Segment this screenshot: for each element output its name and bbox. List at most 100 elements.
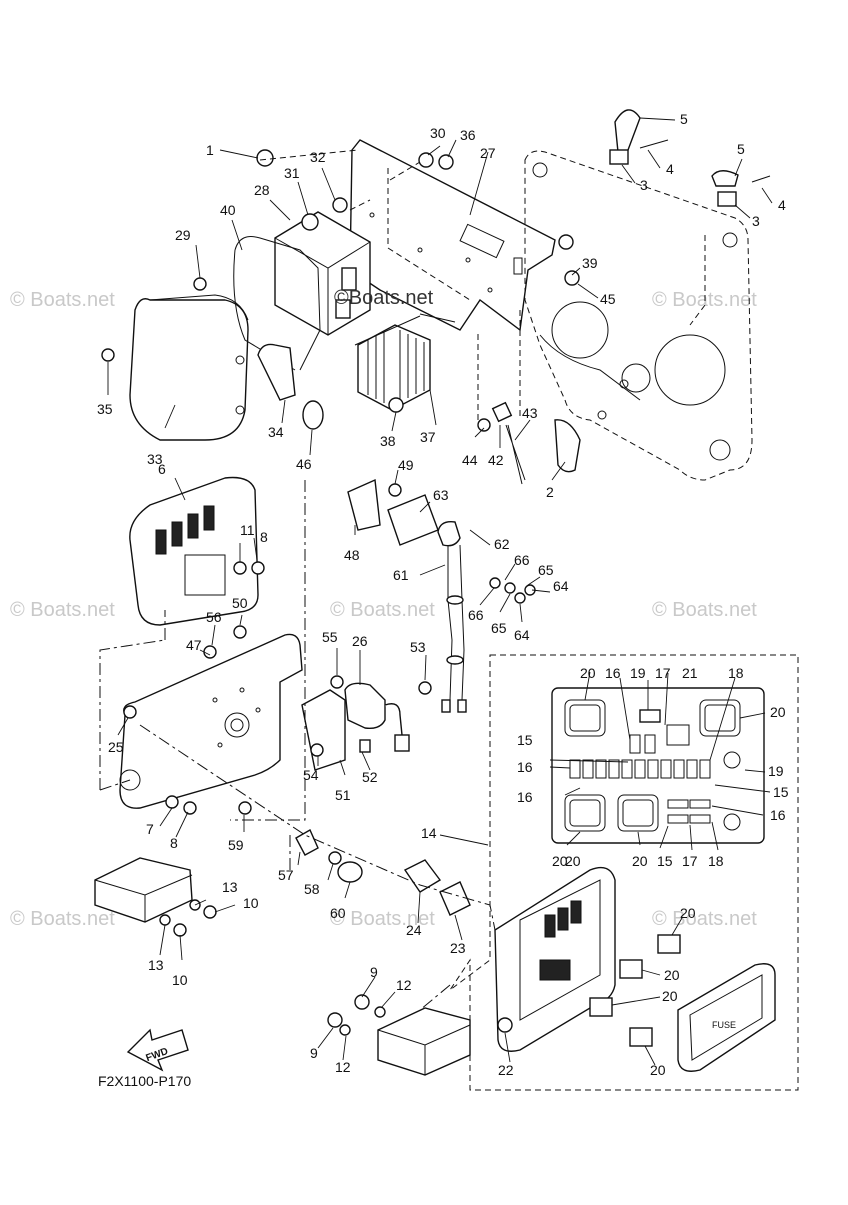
callout-number: 33 (147, 451, 163, 467)
callout-number: 1 (206, 142, 214, 158)
fuse-cover: FUSE (677, 963, 776, 1072)
wire-harness (441, 424, 526, 713)
callout-number: 64 (553, 578, 569, 594)
callout-number: 16 (517, 759, 533, 775)
callout-number: 34 (268, 424, 284, 440)
callout-number: 19 (768, 763, 784, 779)
callout-number: 38 (380, 433, 396, 449)
callout-number: 65 (538, 562, 554, 578)
callout-number: 20 (552, 853, 568, 869)
engine-mount-left (94, 857, 193, 923)
callout-number: 55 (322, 629, 338, 645)
callout-number: 62 (494, 536, 510, 552)
callout-number: 18 (728, 665, 744, 681)
callout-number: 19 (630, 665, 646, 681)
callout-number: 17 (682, 853, 698, 869)
watermark: © Boats.net (10, 289, 115, 311)
small-parts (257, 343, 581, 916)
relays (589, 934, 681, 1047)
watermark: © Boats.net (652, 908, 757, 930)
callout-number: 7 (146, 821, 154, 837)
callout-number: 4 (778, 197, 786, 213)
callout-number: 3 (640, 177, 648, 193)
callout-number: 36 (460, 127, 476, 143)
callout-number: 54 (303, 767, 319, 783)
callout-number: 47 (186, 637, 202, 653)
electrical-cover (129, 294, 249, 441)
callout-number: 15 (517, 732, 533, 748)
fwd-arrow-icon: FWD (126, 1028, 189, 1072)
callout-number: 8 (170, 835, 178, 851)
callout-number: 56 (206, 609, 222, 625)
brand-watermark: ©Boats.net (334, 287, 434, 309)
callout-number: 63 (433, 487, 449, 503)
ecu-unit (274, 211, 371, 336)
callout-number: 8 (260, 529, 268, 545)
callout-number: 2 (546, 484, 554, 500)
watermark: © Boats.net (10, 599, 115, 621)
callout-numbers: 1 2 3 3 4 4 5 5 6 7 8 8 9 9 10 10 11 12 … (97, 111, 789, 1078)
engine-mount-right (377, 1007, 471, 1076)
callout-number: 30 (430, 125, 446, 141)
callout-number: 39 (582, 255, 598, 271)
callout-number: 26 (352, 633, 368, 649)
callout-number: 13 (222, 879, 238, 895)
callout-number: 57 (278, 867, 294, 883)
callout-number: 37 (420, 429, 436, 445)
callout-number: 10 (172, 972, 188, 988)
callout-number: 20 (580, 665, 596, 681)
callout-number: 45 (600, 291, 616, 307)
callout-number: 16 (517, 789, 533, 805)
assembly-lines (99, 149, 706, 1011)
callout-number: 16 (605, 665, 621, 681)
callout-number: 9 (310, 1045, 318, 1061)
callout-number: 15 (657, 853, 673, 869)
callout-number: 20 (770, 704, 786, 720)
callout-number: 18 (708, 853, 724, 869)
callout-number: 66 (514, 552, 530, 568)
callout-number: 51 (335, 787, 351, 803)
callout-number: 65 (491, 620, 507, 636)
callout-number: 44 (462, 452, 478, 468)
callout-number: 20 (680, 905, 696, 921)
callout-number: 6 (158, 461, 166, 477)
callout-number: 48 (344, 547, 360, 563)
watermark: © Boats.net (10, 908, 115, 930)
callout-number: 40 (220, 202, 236, 218)
relay-holder (129, 476, 259, 626)
callout-number: 27 (480, 145, 496, 161)
callout-number: 53 (410, 639, 426, 655)
callout-number: 12 (335, 1059, 351, 1075)
mounting-bracket (119, 633, 303, 809)
fuse-label: FUSE (712, 1020, 736, 1030)
watermark: © Boats.net (652, 599, 757, 621)
callout-number: 4 (666, 161, 674, 177)
callout-number: 61 (393, 567, 409, 583)
callout-number: 50 (232, 595, 248, 611)
callout-number: 3 (752, 213, 760, 229)
callout-number: 17 (655, 665, 671, 681)
callout-number: 20 (632, 853, 648, 869)
callout-number: 32 (310, 149, 326, 165)
callout-number: 15 (773, 784, 789, 800)
callout-number: 20 (650, 1062, 666, 1078)
callout-number: 46 (296, 456, 312, 472)
watermark: © Boats.net (330, 908, 435, 930)
callout-number: 25 (108, 739, 124, 755)
callout-number: 42 (488, 452, 504, 468)
callout-number: 20 (664, 967, 680, 983)
callout-number: 22 (498, 1062, 514, 1078)
callout-number: 66 (468, 607, 484, 623)
watermark: © Boats.net (330, 599, 435, 621)
callout-number: 29 (175, 227, 191, 243)
callout-number: 20 (565, 853, 581, 869)
callout-number: 23 (450, 940, 466, 956)
engine-plate (524, 150, 753, 481)
leader-lines (107, 117, 773, 1066)
callout-number: 10 (243, 895, 259, 911)
callout-number: 59 (228, 837, 244, 853)
callout-number: 5 (680, 111, 688, 127)
callout-number: 35 (97, 401, 113, 417)
